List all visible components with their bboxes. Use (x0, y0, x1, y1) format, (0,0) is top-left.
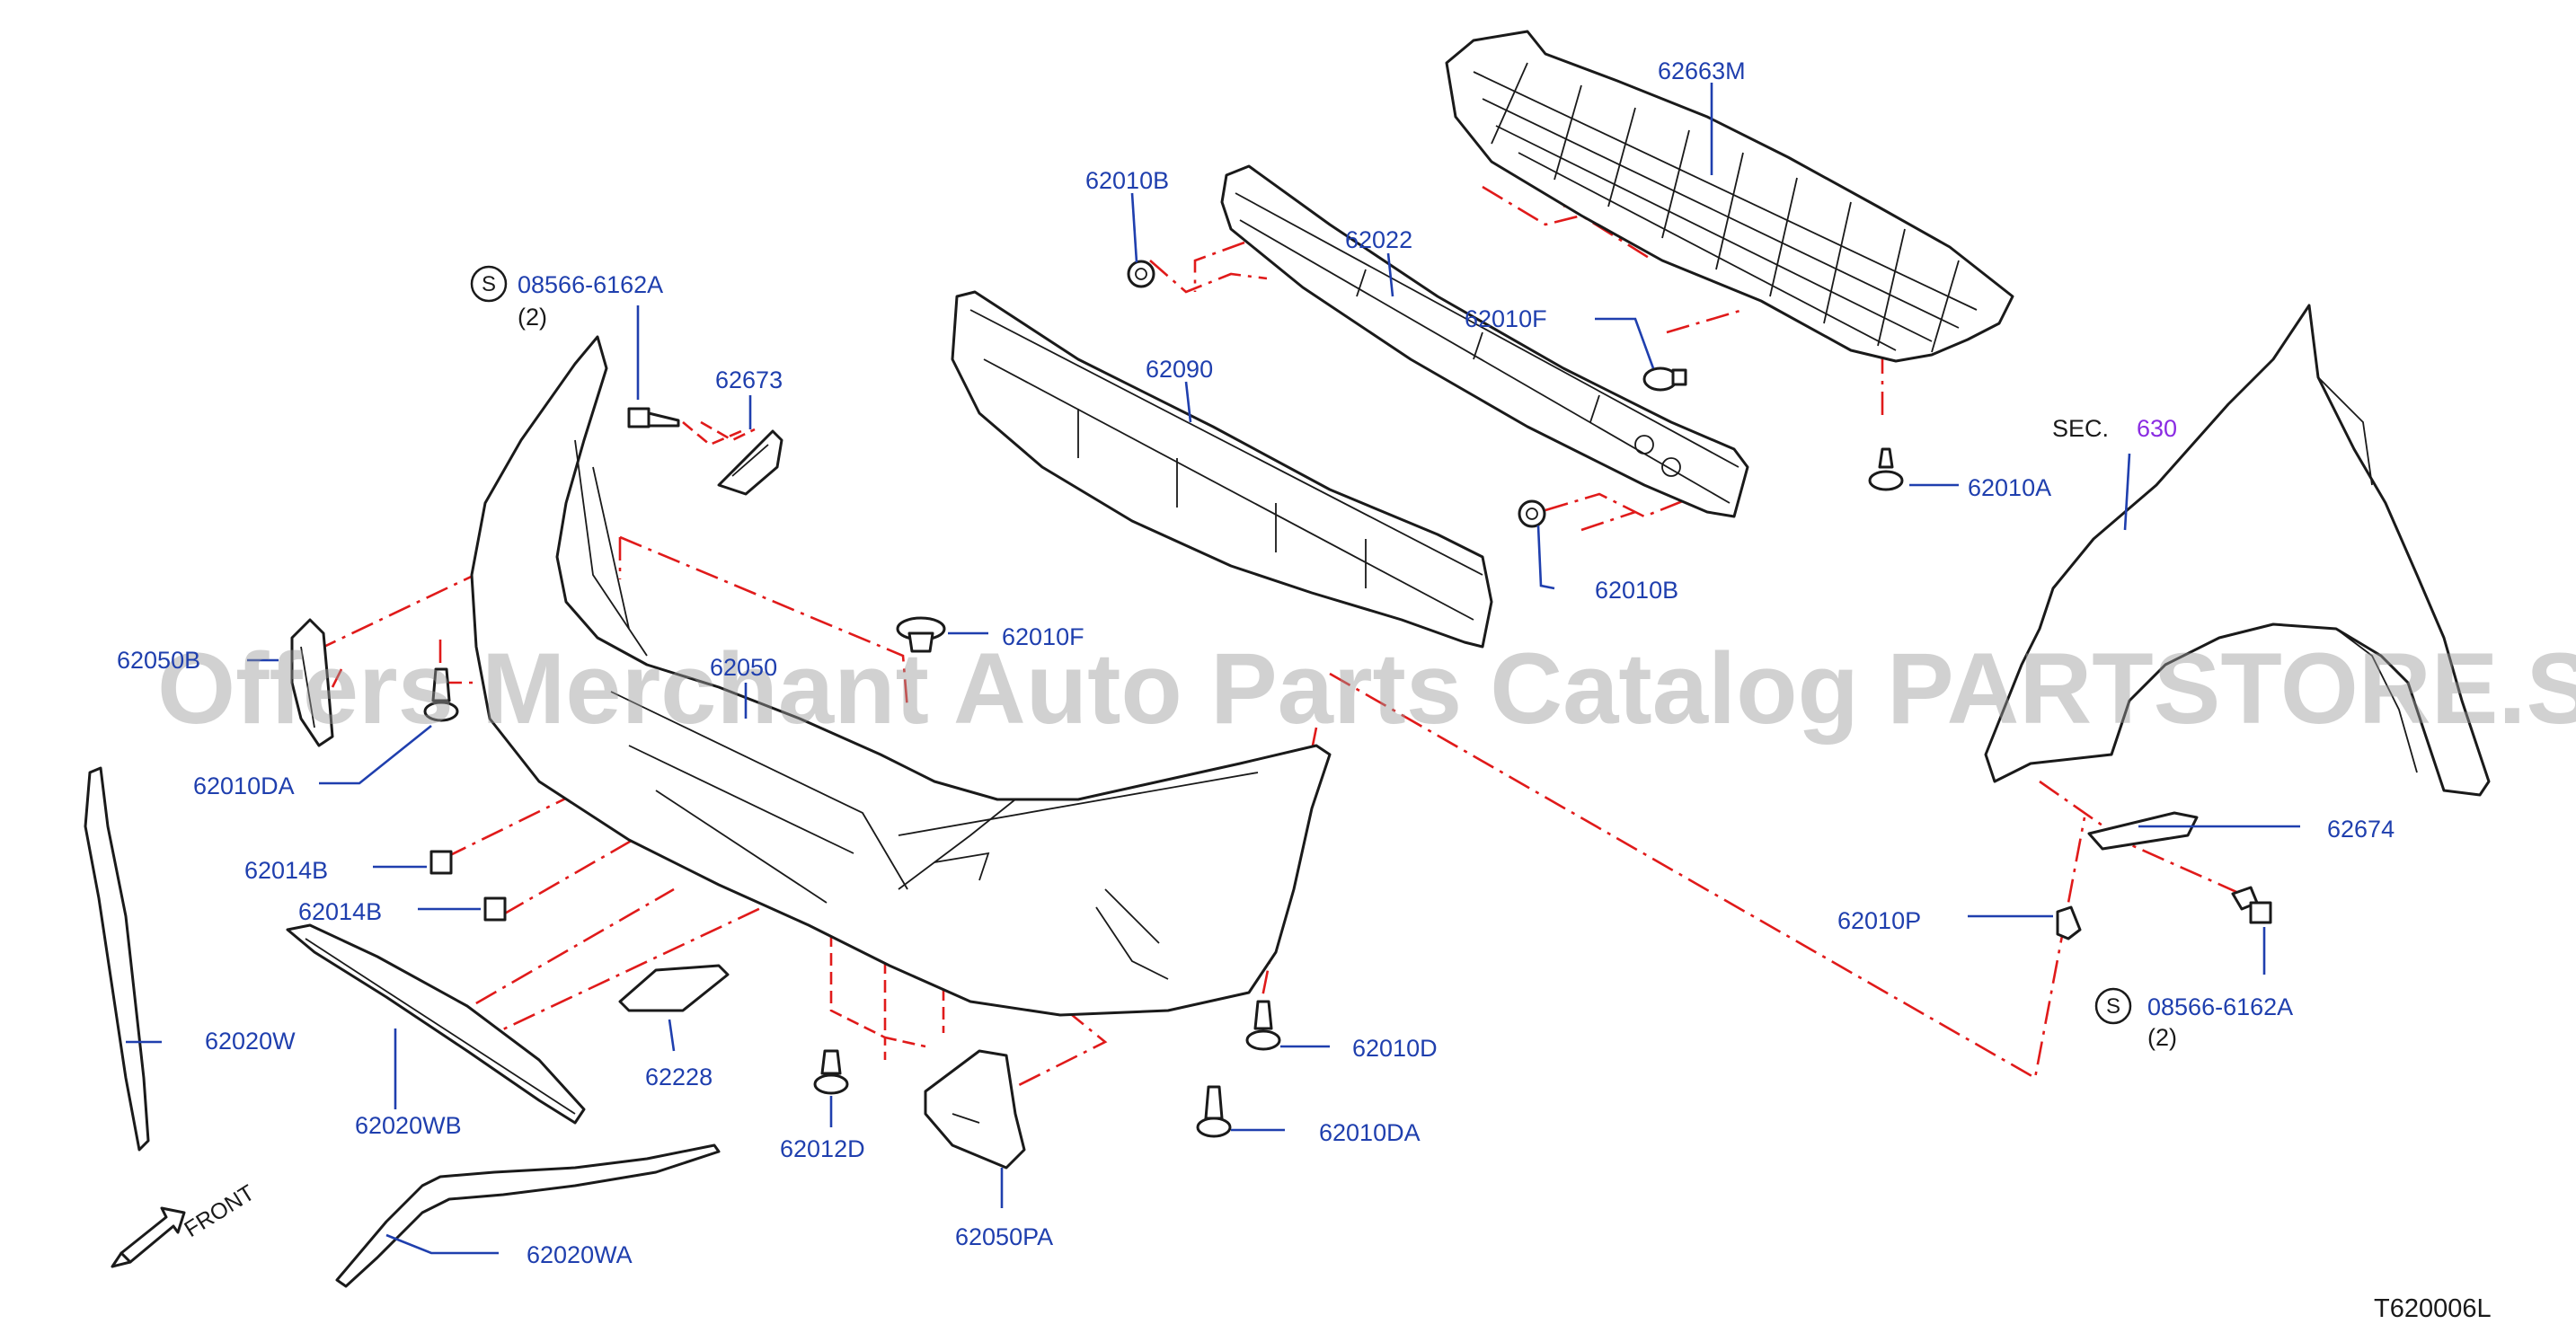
clip-62010F-upper-icon (1642, 366, 1687, 392)
strip-62020WA (335, 1143, 721, 1288)
label-62663M[interactable]: 62663M (1658, 57, 1746, 84)
bumper-fascia-62050 (470, 335, 1332, 1017)
label-62010DA-left[interactable]: 62010DA (193, 772, 295, 799)
bracket-62673 (717, 429, 783, 496)
label-62090[interactable]: 62090 (1146, 356, 1213, 383)
front-indicator: FRONT (111, 1180, 259, 1268)
label-62020WB[interactable]: 62020WB (355, 1112, 462, 1139)
label-62012D[interactable]: 62012D (780, 1135, 865, 1162)
label-62010DA-right[interactable]: 62010DA (1319, 1119, 1421, 1146)
clip-62014B-b-icon (483, 896, 507, 922)
clip-62010F-middle-icon (896, 616, 946, 653)
s-symbol-right-text: S (2106, 994, 2120, 1019)
undercover-62663M (1445, 30, 2014, 363)
watermark: Offers Merchant Auto Parts Catalog PARTS… (157, 632, 2576, 745)
label-62010F-upper[interactable]: 62010F (1465, 305, 1547, 332)
screw-62010A-icon (1868, 447, 1904, 491)
label-62010B-top[interactable]: 62010B (1085, 167, 1169, 194)
label-08566-right[interactable]: 08566-6162A (2147, 993, 2293, 1020)
bracket-62050PA (924, 1049, 1026, 1170)
fasteners (423, 260, 2272, 1138)
label-62022[interactable]: 62022 (1345, 226, 1412, 253)
front-arrow-icon (111, 1206, 186, 1268)
bolt-08566-top-icon (627, 407, 680, 428)
bracket-62050B (290, 618, 334, 747)
screw-62010D-icon (1245, 1000, 1281, 1051)
label-62673[interactable]: 62673 (715, 366, 783, 393)
label-62050PA[interactable]: 62050PA (955, 1223, 1053, 1250)
label-62014B-b[interactable]: 62014B (298, 898, 382, 925)
label-62010F-clip[interactable]: 62010F (1002, 623, 1084, 650)
label-62050B[interactable]: 62050B (117, 647, 200, 674)
cover-62228 (618, 964, 730, 1012)
label-62228[interactable]: 62228 (645, 1064, 713, 1090)
label-08566-right-qty: (2) (2147, 1024, 2177, 1051)
screw-62010DA-left-icon (423, 667, 459, 722)
strip-62020WB (286, 923, 586, 1125)
fender-sec-630 (1984, 304, 2491, 797)
s-symbol-top-text: S (482, 272, 496, 296)
screw-62010DA-right-icon (1196, 1085, 1232, 1138)
section-prefix: SEC. (2052, 415, 2109, 442)
front-label: FRONT (180, 1180, 259, 1242)
s-symbol-top (470, 265, 508, 303)
label-08566-top[interactable]: 08566-6162A (518, 271, 663, 298)
label-62014B-a[interactable]: 62014B (244, 857, 328, 884)
label-62674[interactable]: 62674 (2327, 816, 2395, 843)
absorber-62090 (951, 290, 1493, 649)
clip-62014B-a-icon (429, 850, 453, 875)
label-62050[interactable]: 62050 (710, 654, 777, 681)
nut-62010B-lower-icon (1518, 499, 1546, 528)
clip-62010P-icon (2056, 905, 2082, 940)
diagram-reference-code: T620006L (2374, 1294, 2492, 1323)
part-labels: 62663M 62010B 62022 62010F 62010A 62010B… (117, 57, 2395, 1268)
label-62010B-lower[interactable]: 62010B (1595, 577, 1678, 604)
bracket-62674 (2087, 811, 2199, 851)
label-62020W[interactable]: 62020W (205, 1028, 296, 1055)
label-62010D[interactable]: 62010D (1352, 1035, 1438, 1062)
leader-lines (126, 83, 2300, 1255)
clip-62012D-icon (813, 1049, 849, 1095)
label-08566-top-qty: (2) (518, 304, 547, 331)
bolt-08566-right-icon (2231, 886, 2272, 924)
s-symbol-right (2094, 987, 2132, 1025)
section-number-630[interactable]: 630 (2137, 415, 2177, 442)
label-62010P[interactable]: 62010P (1837, 907, 1921, 934)
label-62020WA[interactable]: 62020WA (527, 1241, 633, 1268)
strip-62020W (84, 766, 150, 1152)
reinforcement-62022 (1220, 164, 1749, 518)
label-62010A[interactable]: 62010A (1968, 474, 2051, 501)
nut-62010B-top-icon (1127, 260, 1155, 288)
